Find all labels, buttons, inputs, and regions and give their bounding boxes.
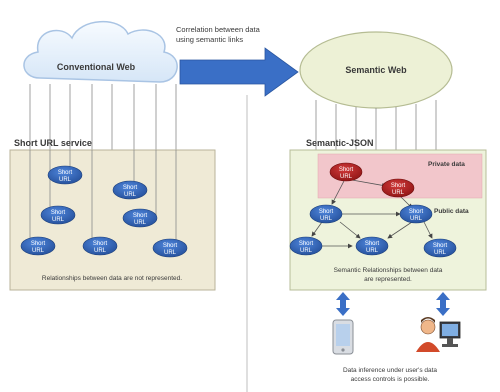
svg-text:URL: URL [134,220,147,226]
ellipse-link-lines [315,100,437,150]
left-caption: Relationships between data are not repre… [42,275,182,282]
public-url-node: Short URL [423,238,457,258]
svg-text:Short: Short [51,210,66,216]
private-nodes: Short URL Short URL [329,162,415,198]
svg-text:URL: URL [392,190,405,196]
arrow-label-line2: using semantic links [176,35,243,44]
footer-line2: access controls is possible. [351,376,430,383]
svg-text:Short: Short [319,209,334,215]
svg-text:URL: URL [124,192,137,198]
svg-text:URL: URL [52,217,65,223]
public-nodes: Short URL Short URL Short URL Short URL … [289,204,457,258]
svg-text:Short: Short [433,243,448,249]
public-url-node: Short URL [399,204,433,224]
svg-text:Short: Short [133,213,148,219]
conventional-web-cloud: Conventional Web [23,21,178,83]
svg-text:Short: Short [163,243,178,249]
svg-text:URL: URL [94,248,107,254]
svg-text:URL: URL [32,248,45,254]
access-arrows [336,292,450,316]
arrow-label-line1: Correlation between data [176,25,261,34]
svg-text:URL: URL [320,216,333,222]
svg-text:Short: Short [339,167,354,173]
svg-text:Short: Short [93,241,108,247]
svg-text:Short: Short [299,241,314,247]
right-caption-line2: are represented. [364,276,412,283]
svg-text:URL: URL [410,216,423,222]
svg-text:URL: URL [434,250,447,256]
footer-line1: Data inference under user's data [343,367,437,374]
private-url-node: Short URL [329,162,363,182]
short-url-node: Short URL [40,205,76,225]
double-arrow-icon [436,292,450,316]
short-url-node: Short URL [112,180,148,200]
short-url-node: Short URL [47,165,83,185]
svg-text:URL: URL [340,174,353,180]
svg-text:URL: URL [164,250,177,256]
private-url-node: Short URL [381,178,415,198]
svg-text:Short: Short [391,183,406,189]
short-url-service-title: Short URL service [14,138,92,148]
svg-text:Short: Short [31,241,46,247]
desktop-user-icon [416,317,461,352]
right-caption-line1: Semantic Relationships between data [334,267,443,274]
public-url-node: Short URL [309,204,343,224]
semantic-web-ellipse: Semantic Web [299,31,453,109]
svg-text:URL: URL [366,248,379,254]
private-data-label: Private data [428,161,465,168]
svg-text:Short: Short [123,185,138,191]
correlation-arrow [179,47,299,97]
public-url-node: Short URL [289,236,323,256]
cloud-label: Conventional Web [57,62,136,72]
mobile-phone-icon [332,319,354,355]
short-url-panel [9,149,216,291]
short-url-node: Short URL [82,236,118,256]
left-nodes: Short URL Short URL Short URL Short URL … [20,165,188,258]
svg-text:Short: Short [409,209,424,215]
double-arrow-icon [336,292,350,316]
ellipse-label: Semantic Web [345,65,407,75]
short-url-node: Short URL [122,208,158,228]
public-url-node: Short URL [355,236,389,256]
svg-text:Short: Short [58,170,73,176]
short-url-node: Short URL [152,238,188,258]
public-data-label: Public data [434,208,469,215]
cloud-link-lines [29,84,177,170]
semantic-json-title: Semantic-JSON [306,138,374,148]
svg-text:URL: URL [59,177,72,183]
svg-text:URL: URL [300,248,313,254]
svg-text:Short: Short [365,241,380,247]
short-url-node: Short URL [20,236,56,256]
